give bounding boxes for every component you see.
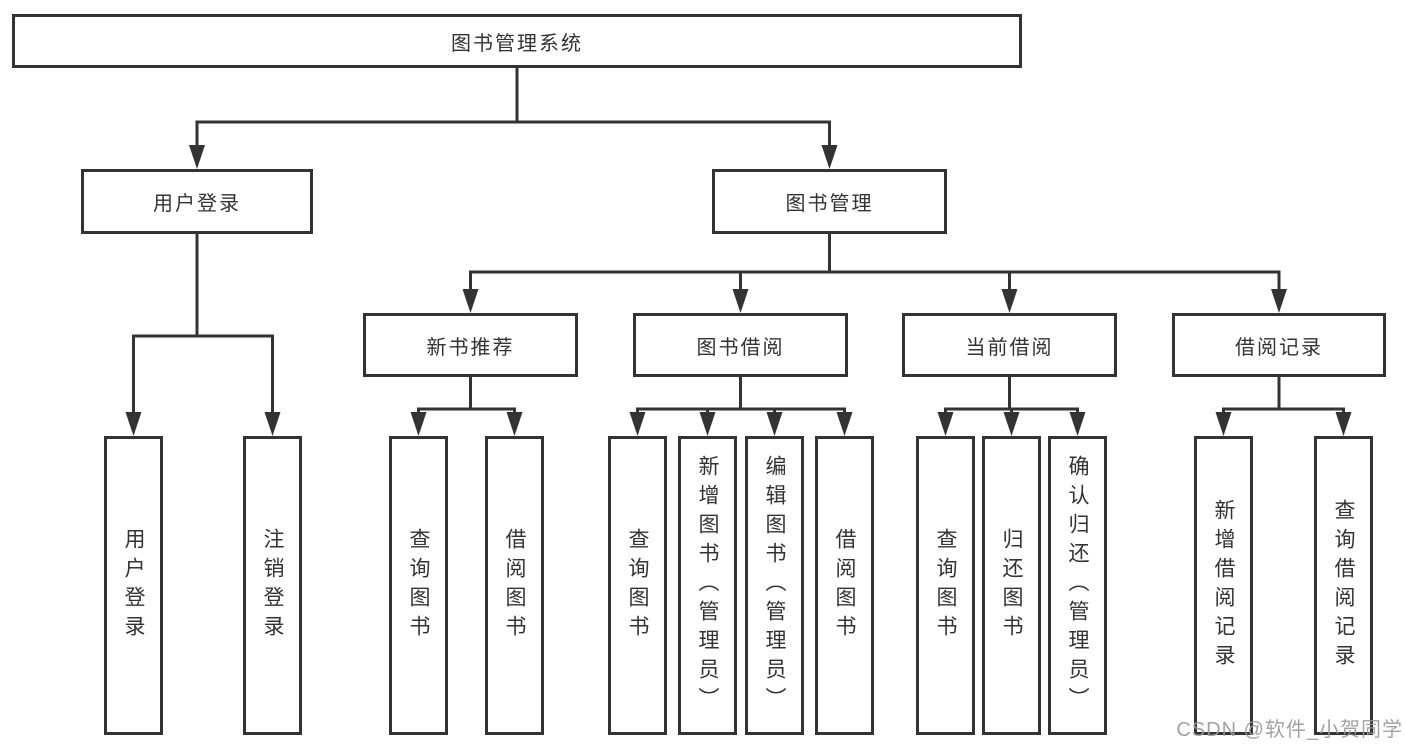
node-label: 当前借阅: [965, 336, 1054, 359]
leaf-query-borrow-record: 查询借阅记录: [1314, 436, 1373, 735]
leaf-query-books-recommend: 查询图书: [389, 436, 448, 735]
leaf-query-books-borrow: 查询图书: [608, 436, 667, 735]
csdn-watermark: CSDN @软件_小贺同学: [1176, 719, 1403, 741]
leaf-return-book: 归还图书: [982, 436, 1041, 735]
leaf-confirm-return-admin: 确认归还（管理员）: [1048, 436, 1107, 735]
node-current-borrow: 当前借阅: [902, 313, 1117, 377]
node-label: 用户登录: [153, 193, 241, 215]
node-label: 图书管理: [785, 193, 874, 215]
leaf-query-books-current: 查询图书: [916, 436, 975, 735]
node-book-management: 图书管理: [712, 169, 947, 234]
leaf-label: 新增图书（管理员）: [696, 455, 719, 716]
leaf-label: 归还图书: [1000, 527, 1023, 644]
leaf-borrow-books: 借阅图书: [815, 436, 874, 735]
leaf-label: 用户登录: [122, 527, 145, 644]
node-library-management-system: 图书管理系统: [12, 14, 1022, 68]
leaf-add-book-admin: 新增图书（管理员）: [678, 436, 737, 735]
node-new-book-recommend: 新书推荐: [363, 313, 578, 377]
leaf-label: 借阅图书: [503, 527, 526, 644]
leaf-add-borrow-record: 新增借阅记录: [1194, 436, 1253, 735]
leaf-label: 编辑图书（管理员）: [763, 455, 786, 716]
leaf-label: 查询图书: [934, 527, 957, 644]
leaf-label: 借阅图书: [833, 527, 856, 644]
node-label: 借阅记录: [1235, 336, 1323, 359]
node-label: 图书管理系统: [451, 32, 583, 55]
node-book-borrow: 图书借阅: [633, 313, 848, 377]
leaf-logout: 注销登录: [243, 436, 302, 735]
leaf-label: 注销登录: [261, 527, 284, 644]
node-borrow-records: 借阅记录: [1172, 313, 1386, 377]
node-user-login: 用户登录: [81, 169, 313, 234]
leaf-label: 确认归还（管理员）: [1066, 455, 1089, 716]
node-label: 新书推荐: [426, 336, 515, 359]
leaf-edit-book-admin: 编辑图书（管理员）: [745, 436, 804, 735]
leaf-user-login: 用户登录: [104, 436, 163, 735]
leaf-label: 新增借阅记录: [1212, 498, 1235, 673]
node-label: 图书借阅: [696, 336, 785, 359]
leaf-label: 查询图书: [626, 527, 649, 644]
leaf-label: 查询图书: [407, 527, 430, 644]
leaf-borrow-books-recommend: 借阅图书: [485, 436, 544, 735]
leaf-label: 查询借阅记录: [1332, 498, 1355, 673]
